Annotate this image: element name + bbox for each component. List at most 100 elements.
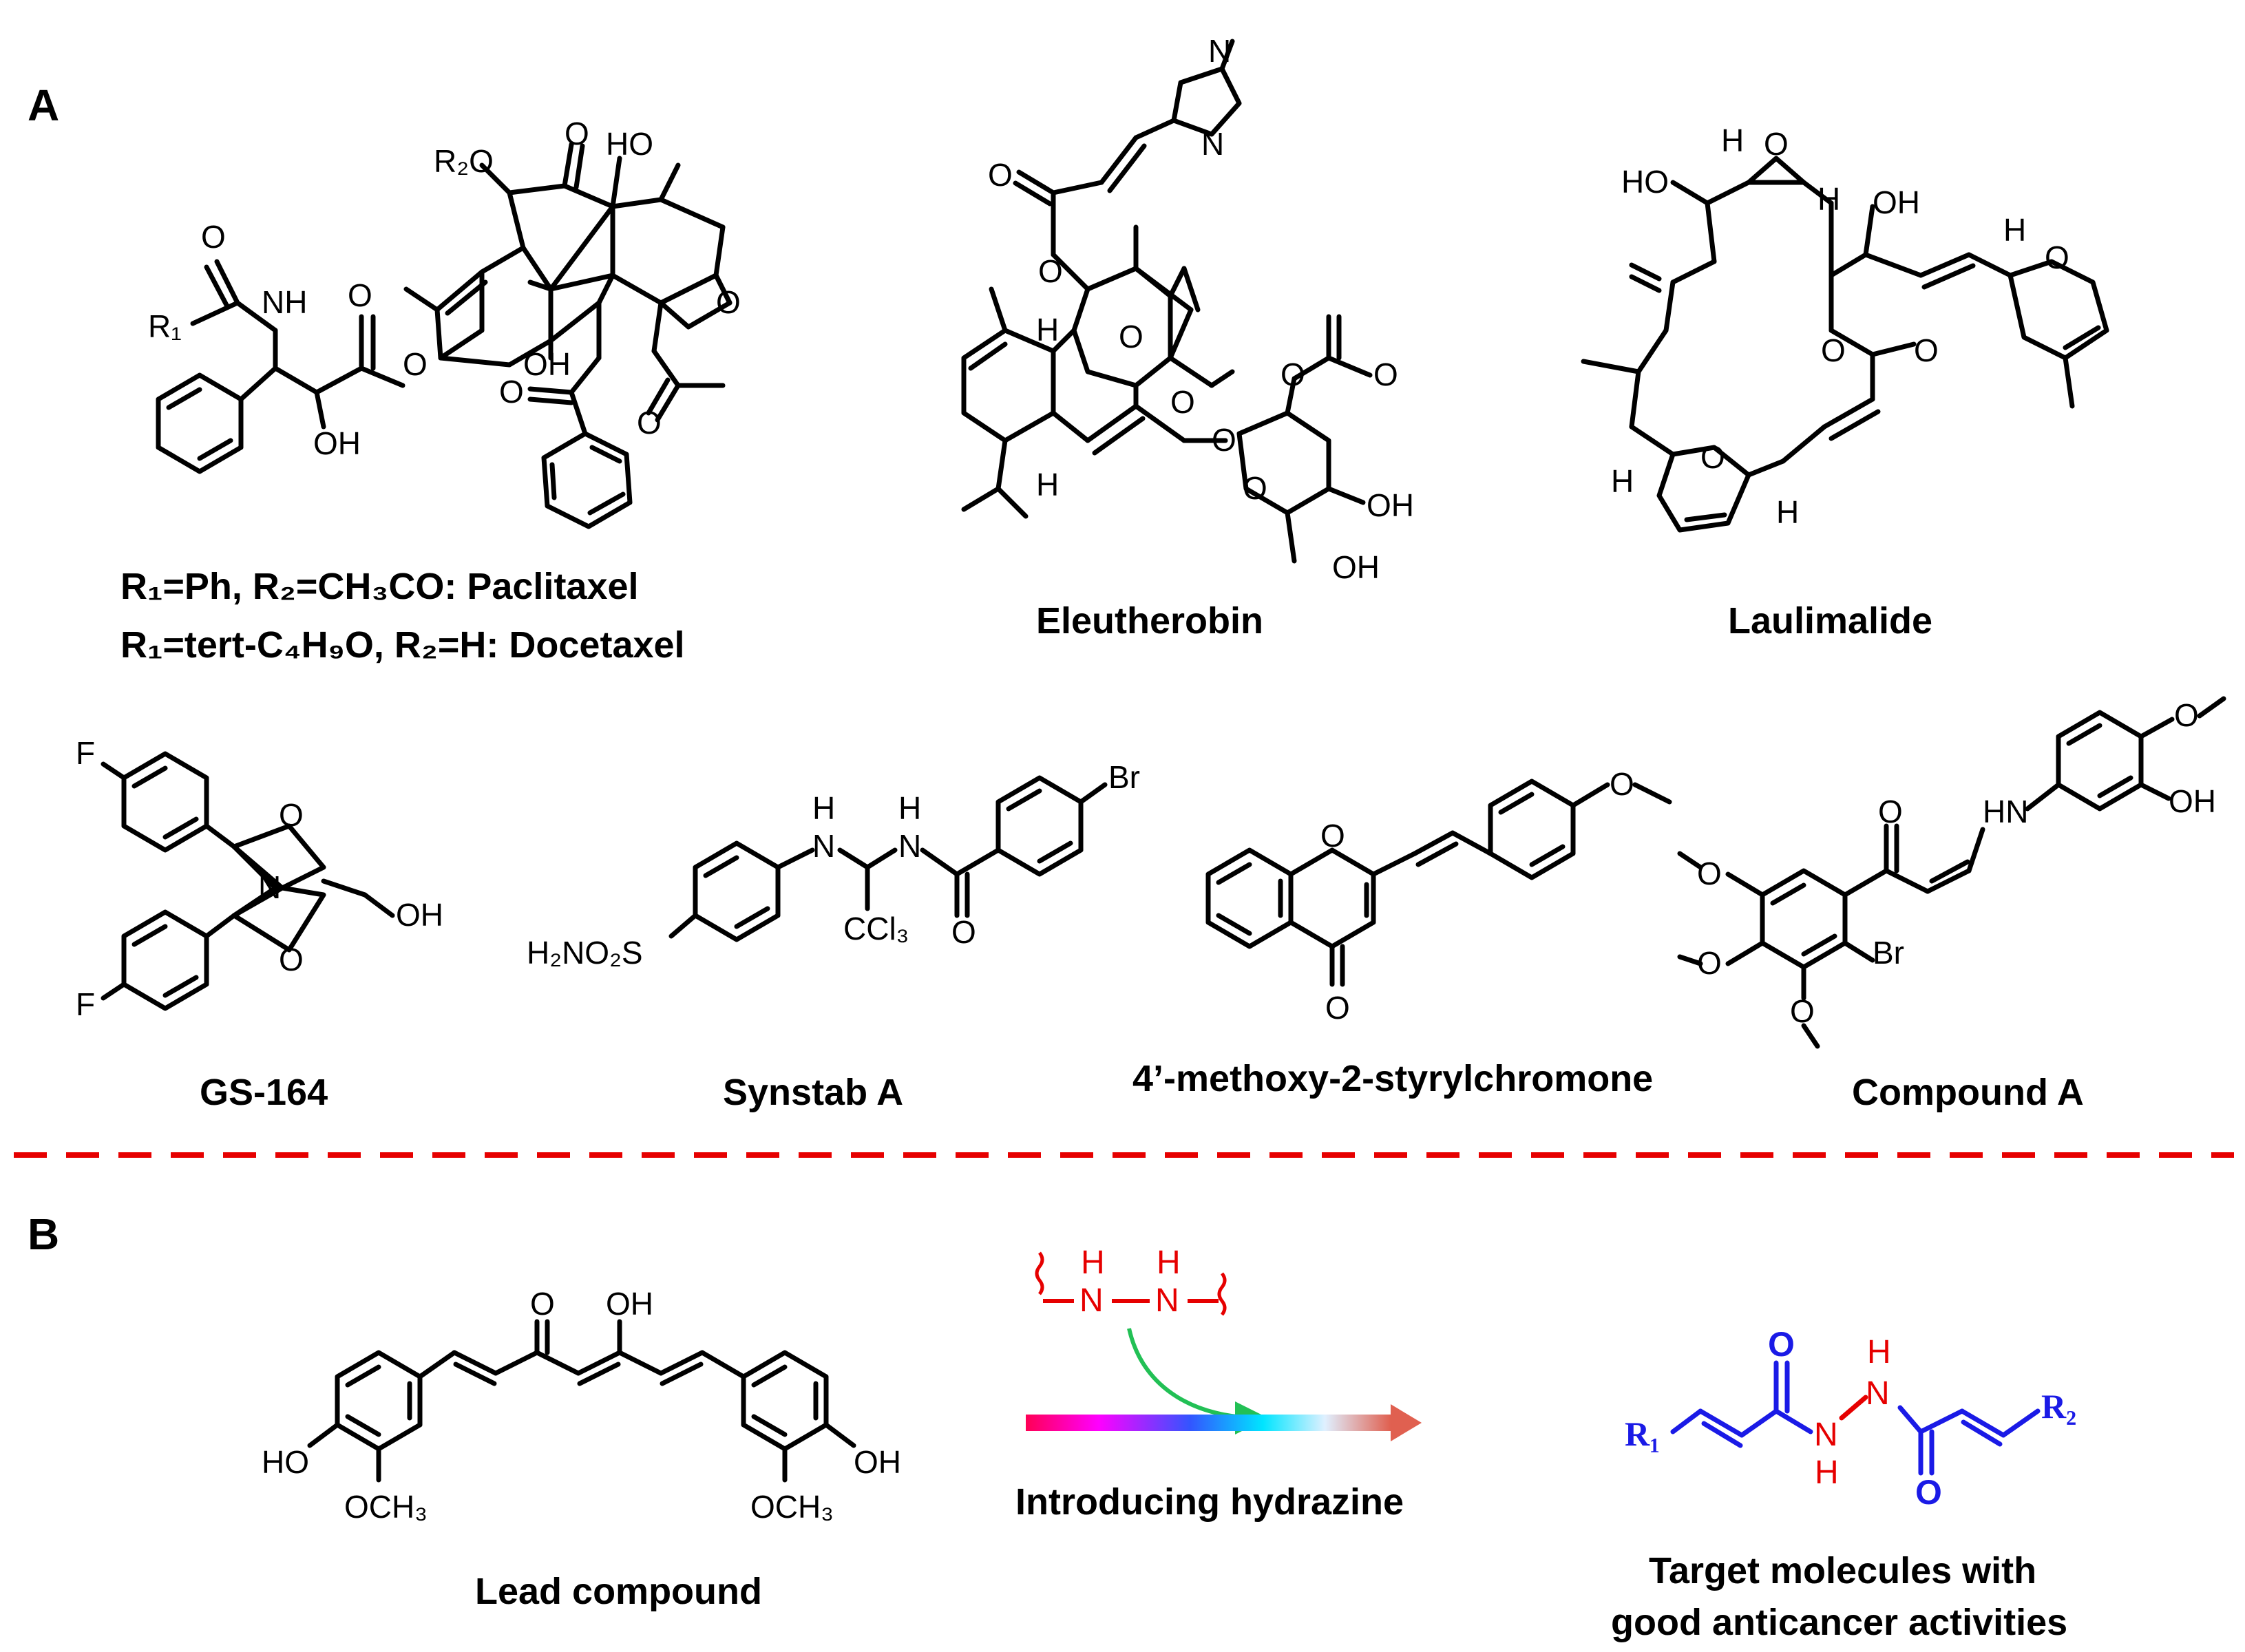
target-o-left: O — [1768, 1325, 1795, 1364]
lead-compound-structure: HO OCH₃ O OH OH OCH₃ — [262, 1286, 901, 1525]
eleutherobin-glyco-o: O — [1212, 422, 1236, 458]
taxane-acetate-o: O — [637, 405, 662, 441]
taxane-caption-line1: R₁=Ph, R₂=CH₃CO: Paclitaxel — [120, 566, 639, 607]
eleutherobin-n-imine: N — [1201, 126, 1224, 162]
target-caption-line2: good anticancer activities — [1611, 1602, 2067, 1643]
compound-a-hn: HN — [1983, 794, 2028, 829]
laulimalide-epoxide-o: O — [1764, 126, 1789, 162]
synstab-caption: Synstab A — [723, 1072, 903, 1113]
lead-compound-caption: Lead compound — [475, 1571, 762, 1612]
synstab-n-amide: N — [898, 828, 921, 864]
compound-a-keto-o: O — [1878, 794, 1903, 829]
target-n-right: N — [1866, 1375, 1890, 1412]
synstab-h-amide: H — [898, 790, 921, 826]
taxane-ester-o: O — [348, 277, 372, 313]
synstab-n-amine: N — [812, 828, 835, 864]
eleutherobin-acetyl-co: O — [1373, 357, 1398, 392]
laulimalide-ring-o: O — [1700, 439, 1725, 475]
eleutherobin-structure: N N O O O H H O O O O O OH OH — [961, 33, 1414, 585]
eleutherobin-caption: Eleutherobin — [1036, 600, 1263, 642]
lead-keto-o: O — [530, 1286, 555, 1322]
synstab-h-amine: H — [812, 790, 835, 826]
lead-och3-right: OCH₃ — [750, 1489, 834, 1525]
laulimalide-structure: HO H O H OH H O O O H O H — [1581, 123, 2109, 533]
target-r2: R₂ — [2041, 1387, 2076, 1426]
panel-b-label: B — [28, 1209, 59, 1259]
eleutherobin-h-top: H — [1036, 312, 1059, 348]
styrylchromone-ring-o: O — [1320, 818, 1345, 854]
synstab-structure: H₂NO₂S H N H N CCl₃ O Br — [527, 759, 1140, 971]
taxane-core-oh: OH — [523, 346, 571, 382]
compound-a-methoxy-o4: O — [2174, 697, 2199, 733]
hydrazine-n2: N — [1155, 1282, 1179, 1319]
taxane-oxetane-o: O — [716, 284, 741, 320]
panel-a-label: A — [28, 81, 59, 130]
gs164-o-top: O — [279, 797, 304, 833]
gs164-structure: F F O N O OH — [76, 735, 443, 1022]
compound-a-methoxy-o2: O — [1697, 945, 1722, 981]
gs164-n: N — [258, 869, 281, 905]
laulimalide-carbonyl-o: O — [1914, 332, 1939, 368]
synstab-carbonyl-o: O — [951, 914, 976, 950]
compound-a-structure: O O O Br O HN O OH — [1677, 696, 2226, 1049]
hydrazine-h1: H — [1081, 1245, 1105, 1281]
taxane-amide-o: O — [201, 219, 226, 255]
target-h-right: H — [1867, 1334, 1891, 1370]
taxane-r2o: R₂O — [434, 143, 494, 179]
laulimalide-pyran-o: O — [2045, 240, 2069, 275]
hydrazine-h2: H — [1157, 1245, 1181, 1281]
laulimalide-h-ring: H — [2003, 212, 2026, 248]
taxane-structure: R₁ NH O OH O O R₂O O HO O OH O O — [148, 116, 741, 529]
compound-a-methoxy-o1: O — [1697, 856, 1722, 891]
laulimalide-h-left: H — [1611, 463, 1634, 499]
lead-enol-oh: OH — [606, 1286, 653, 1322]
target-r1: R₁ — [1625, 1415, 1660, 1453]
hydrazine-fragment: H N H N — [1035, 1245, 1227, 1319]
laulimalide-oh: OH — [1873, 184, 1920, 220]
styrylchromone-methoxy-o: O — [1610, 766, 1634, 802]
styrylchromone-caption: 4’-methoxy-2-styrylchromone — [1132, 1058, 1653, 1099]
taxane-ketone-o: O — [565, 116, 589, 151]
eleutherobin-bridge-o: O — [1119, 319, 1143, 354]
taxane-ho: HO — [606, 126, 653, 162]
taxane-ester-link-o: O — [403, 346, 428, 382]
target-h-left: H — [1815, 1454, 1839, 1491]
synstab-br: Br — [1108, 759, 1140, 795]
taxane-r1: R₁ — [148, 308, 182, 344]
compound-a-br: Br — [1873, 935, 1904, 971]
compound-a-caption: Compound A — [1852, 1072, 2084, 1113]
styrylchromone-structure: O O O — [1205, 766, 1672, 1026]
laulimalide-h-right: H — [1776, 494, 1799, 530]
laulimalide-h-epox-left: H — [1721, 123, 1744, 158]
synstab-ccl3: CCl₃ — [843, 911, 909, 946]
laulimalide-ester-o: O — [1821, 332, 1846, 368]
reaction-arrow-caption: Introducing hydrazine — [1015, 1481, 1404, 1523]
taxane-benzoyl-o: O — [499, 374, 524, 410]
eleutherobin-ester-o: O — [988, 157, 1013, 193]
taxane-side-oh: OH — [313, 425, 361, 461]
eleutherobin-methoxy-o: O — [1170, 384, 1195, 420]
gs164-f-bottom: F — [76, 986, 95, 1022]
target-scaffold-structure: R₁ O N H H N O R₂ — [1625, 1325, 2076, 1512]
lead-ho: HO — [262, 1444, 309, 1480]
gs164-f-top: F — [76, 735, 95, 771]
gs164-o-bottom: O — [279, 942, 304, 977]
lead-och3-left: OCH₃ — [344, 1489, 428, 1525]
taxane-caption-line2: R₁=tert-C₄H₉O, R₂=H: Docetaxel — [120, 624, 685, 666]
target-o-right: O — [1915, 1473, 1942, 1512]
target-caption-line1: Target molecules with — [1649, 1550, 2036, 1591]
target-n-left: N — [1814, 1417, 1838, 1453]
laulimalide-h-epox-right: H — [1817, 181, 1840, 217]
gs164-oh: OH — [396, 897, 443, 933]
laulimalide-ho: HO — [1621, 164, 1669, 200]
compound-a-methoxy-o3: O — [1790, 993, 1815, 1029]
gs164-caption: GS-164 — [200, 1072, 328, 1113]
eleutherobin-acetyl-o: O — [1280, 357, 1305, 392]
eleutherobin-h-bottom: H — [1036, 467, 1059, 502]
hydrazine-n1: N — [1079, 1282, 1104, 1319]
eleutherobin-oh-1: OH — [1367, 487, 1414, 523]
eleutherobin-oh-2: OH — [1332, 549, 1380, 585]
styrylchromone-keto-o: O — [1325, 990, 1350, 1026]
compound-a-oh: OH — [2169, 783, 2216, 819]
